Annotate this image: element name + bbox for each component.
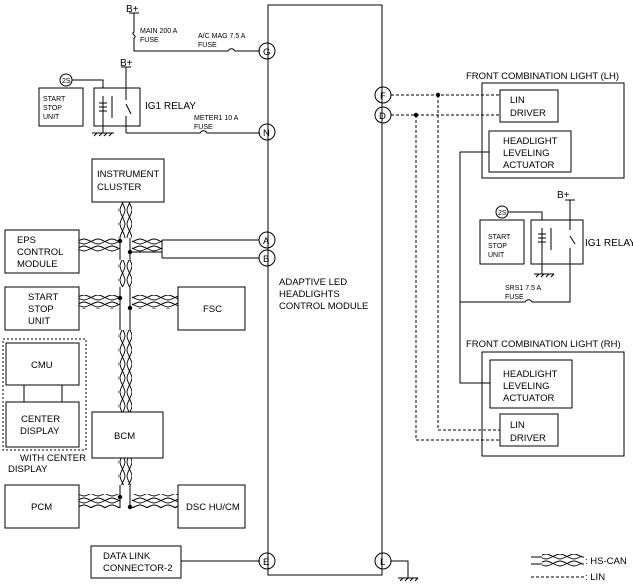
ssu-right-l2: STOP (488, 243, 507, 250)
lh-title: FRONT COMBINATION LIGHT (LH) (466, 71, 619, 82)
ic-l2: CLUSTER (97, 182, 141, 193)
lh-lin-l1: LIN (510, 95, 525, 106)
meter-fuse-l2: FUSE (194, 124, 213, 131)
dlc-l1: DATA LINK (103, 551, 151, 562)
badge-2s-right: 2S (498, 210, 507, 217)
eps-l1: EPS (17, 235, 36, 246)
ig1-relay-left-label: IG1 RELAY (145, 101, 196, 112)
ssu-right-l1: START (488, 234, 511, 241)
with-cd-l1: WITH CENTER (20, 453, 86, 464)
module-l3: CONTROL MODULE (279, 301, 368, 312)
fsc-label: FSC (203, 304, 222, 315)
rh-hl-l2: LEVELING (503, 381, 549, 392)
lh-lin-l2: DRIVER (510, 108, 546, 119)
main-fuse-l1: MAIN 200 A (140, 28, 178, 35)
with-cd-l2: DISPLAY (8, 464, 48, 475)
srs-fuse-l2: FUSE (505, 294, 524, 301)
acmag-fuse-l2: FUSE (198, 42, 217, 49)
eps-l3: MODULE (17, 259, 58, 270)
dlc-l2: CONNECTOR-2 (103, 563, 173, 574)
rh-lin-l2: DRIVER (510, 433, 546, 444)
pin-e: E (263, 557, 269, 568)
bcm-label: BCM (114, 431, 135, 442)
module-l1: ADAPTIVE LED (279, 277, 347, 288)
dsc-label: DSC HU/CM (186, 502, 240, 513)
lh-hl-l1: HEADLIGHT (503, 136, 558, 147)
meter-fuse-l1: METER1 10 A (194, 115, 239, 122)
pin-d: D (379, 111, 386, 122)
bplus-relay: B+ (120, 58, 133, 69)
legend-hscan: : HS-CAN (585, 556, 627, 567)
ssu-right-l3: UNIT (488, 252, 505, 259)
pin-f: F (380, 91, 386, 102)
module-box (267, 4, 383, 576)
ig1-relay-right-label: IG1 RELAY (585, 238, 633, 249)
main-fuse-l2: FUSE (140, 37, 159, 44)
lh-hl-l2: LEVELING (503, 148, 549, 159)
ic-l1: INSTRUMENT (97, 169, 159, 180)
pcm-label: PCM (31, 502, 52, 513)
pin-a: A (263, 236, 270, 247)
pin-n: N (263, 128, 270, 139)
cd-l1: CENTER (21, 414, 60, 425)
srs-fuse-l1: SRS1 7.5 A (505, 285, 542, 292)
badge-2s-left: 2S (62, 78, 71, 85)
ssu-top-l1: START (43, 96, 66, 103)
lh-hl-l3: ACTUATOR (503, 160, 555, 171)
rh-hl-l3: ACTUATOR (503, 393, 555, 404)
ss-l1: START (28, 292, 58, 303)
ssu-top-l3: UNIT (43, 114, 60, 121)
module-l2: HEADLIGHTS (279, 289, 340, 300)
pin-b: B (263, 254, 269, 265)
ss-l3: UNIT (28, 316, 50, 327)
eps-l2: CONTROL (17, 247, 63, 258)
bplus-top: B+ (126, 4, 139, 15)
pin-g: G (263, 47, 270, 58)
rh-hl-l1: HEADLIGHT (503, 369, 558, 380)
ss-l2: STOP (28, 304, 54, 315)
cmu-label: CMU (31, 360, 53, 371)
bplus-right: B+ (557, 190, 570, 201)
rh-lin-l1: LIN (510, 420, 525, 431)
cd-l2: DISPLAY (20, 426, 60, 437)
acmag-fuse-l1: A/C MAG 7.5 A (198, 33, 246, 40)
legend-lin: : LIN (585, 572, 605, 583)
rh-title: FRONT COMBINATION LIGHT (RH) (466, 339, 621, 350)
ssu-top-l2: STOP (43, 105, 62, 112)
pin-l: L (380, 557, 385, 568)
